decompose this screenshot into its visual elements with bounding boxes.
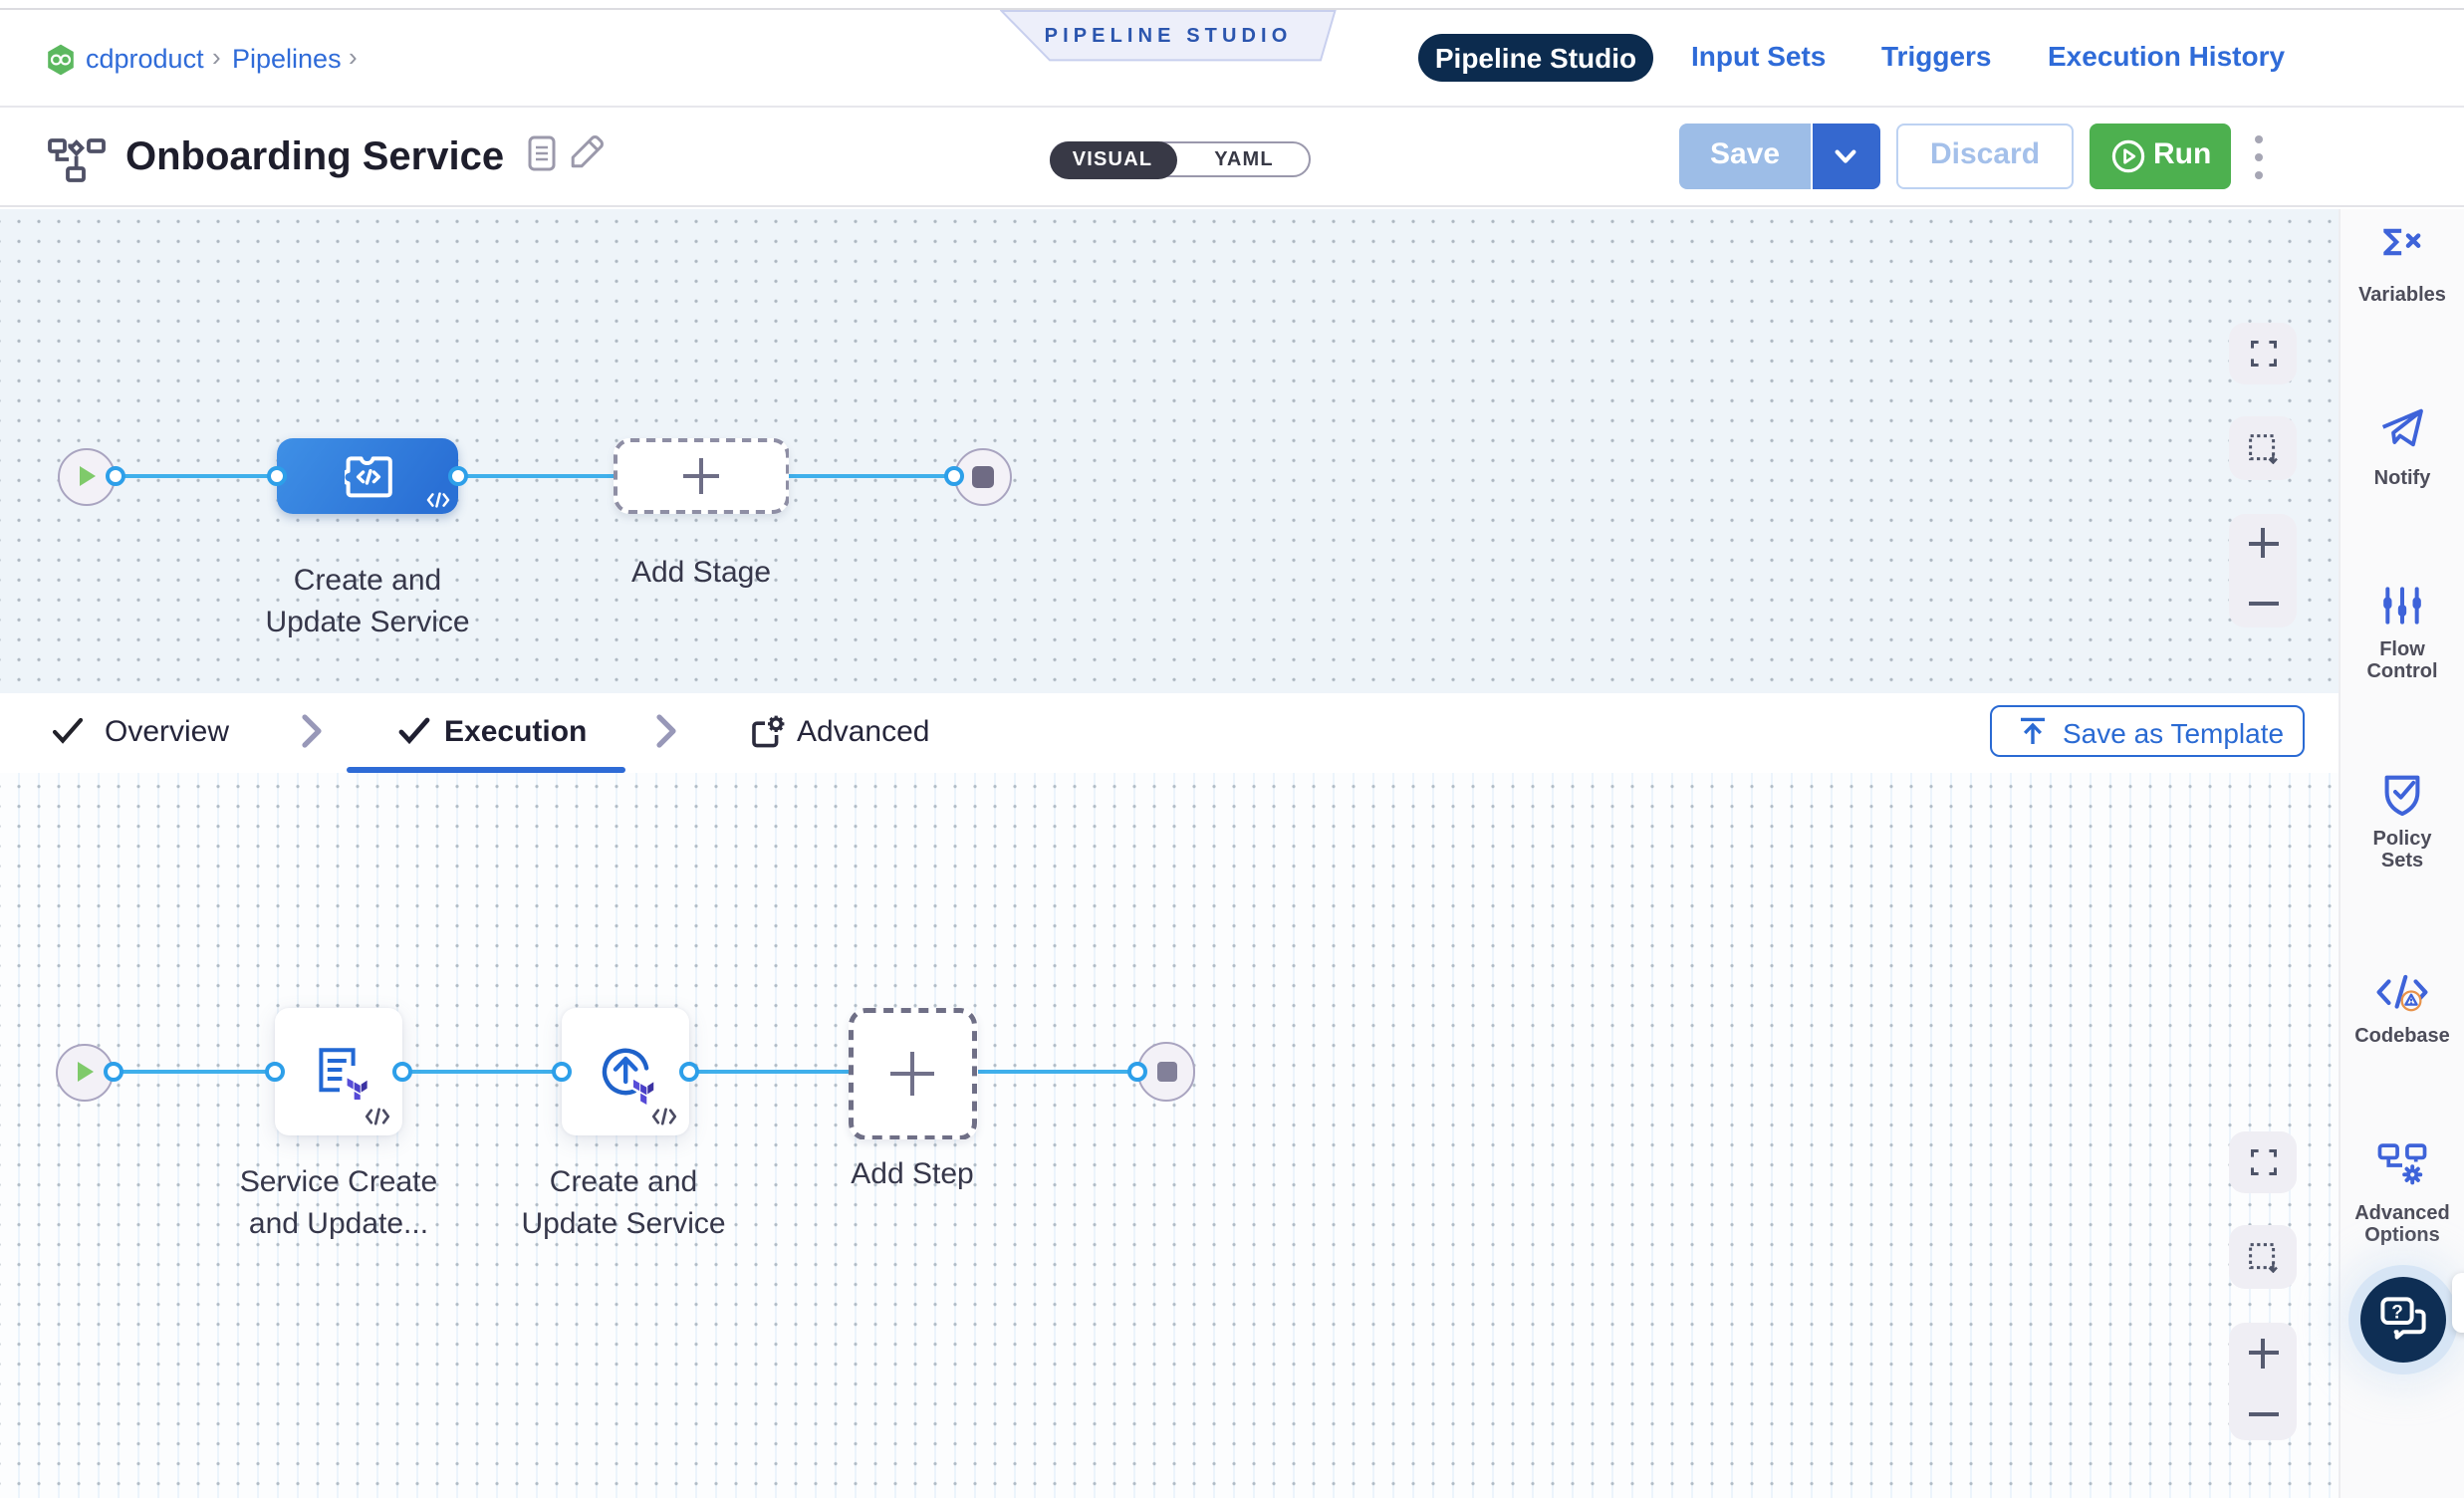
svg-text:?: ? bbox=[2390, 1301, 2402, 1322]
